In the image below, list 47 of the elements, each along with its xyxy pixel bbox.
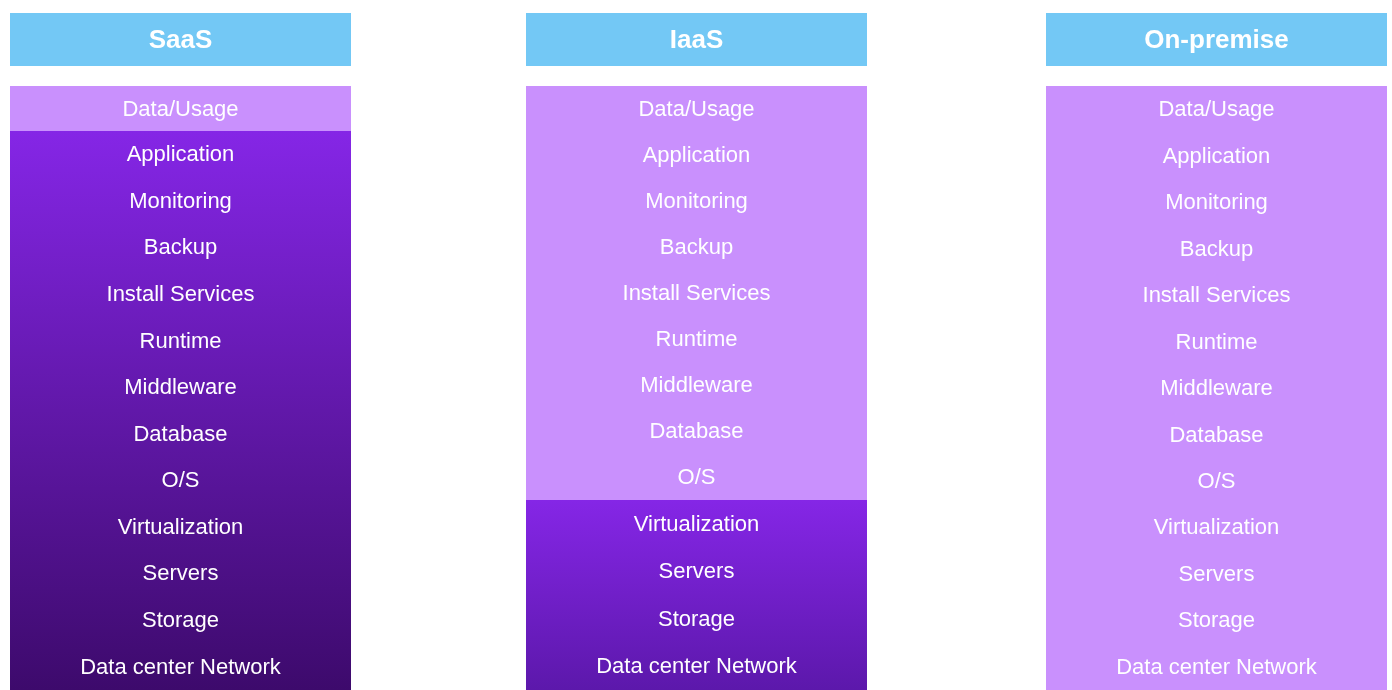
layer-label: Backup bbox=[658, 233, 735, 261]
layer-label: Virtualization bbox=[632, 509, 761, 538]
layer-label: Data/Usage bbox=[121, 94, 240, 123]
layer-label: Storage bbox=[1176, 606, 1257, 635]
layer-label: Monitoring bbox=[644, 187, 749, 215]
layer-label: Runtime bbox=[654, 325, 739, 353]
layer-label: Data center Network bbox=[1115, 652, 1318, 681]
layer-label: Database bbox=[648, 417, 745, 445]
layer-label: Database bbox=[132, 419, 229, 448]
layer-label: Backup bbox=[142, 233, 219, 262]
layer-label: Storage bbox=[656, 604, 737, 633]
layer-label: Servers bbox=[141, 559, 220, 588]
layer-band bbox=[10, 86, 351, 131]
layer-label: Database bbox=[1168, 420, 1265, 449]
layer-label: Servers bbox=[1177, 559, 1256, 588]
layer-label: Application bbox=[1161, 141, 1272, 170]
layer-label: Monitoring bbox=[1164, 188, 1269, 217]
layer-label: Virtualization bbox=[116, 512, 245, 541]
layer-label: Application bbox=[125, 140, 236, 169]
layer-label: Data center Network bbox=[79, 652, 282, 681]
layer-label: O/S bbox=[1196, 467, 1237, 495]
layer-label: Install Services bbox=[105, 280, 256, 308]
layer-band bbox=[526, 86, 867, 500]
layer-label: Middleware bbox=[123, 373, 238, 402]
layer-label: Middleware bbox=[1159, 374, 1274, 403]
layer-band bbox=[526, 500, 867, 690]
layer-label: O/S bbox=[160, 466, 201, 495]
layer-label: Application bbox=[641, 141, 752, 169]
layer-label: Servers bbox=[657, 557, 736, 586]
layer-label: Runtime bbox=[138, 326, 223, 355]
layer-label: Data/Usage bbox=[637, 95, 756, 123]
layer-label: Virtualization bbox=[1152, 513, 1281, 542]
layer-label: Storage bbox=[140, 606, 221, 635]
layer-label: Middleware bbox=[639, 371, 754, 399]
layer-band bbox=[1046, 86, 1387, 690]
layer-label: Install Services bbox=[621, 279, 772, 307]
layer-label: O/S bbox=[676, 463, 717, 491]
layer-label: Backup bbox=[1178, 234, 1255, 263]
layer-label: Install Services bbox=[1141, 281, 1292, 310]
layer-label: Monitoring bbox=[128, 186, 233, 215]
layer-band bbox=[10, 131, 351, 690]
layer-label: Data center Network bbox=[595, 652, 798, 681]
column-header: IaaS bbox=[526, 13, 867, 66]
column-header: SaaS bbox=[10, 13, 351, 66]
layer-label: Runtime bbox=[1174, 327, 1259, 356]
column-header: On-premise bbox=[1046, 13, 1387, 66]
layer-label: Data/Usage bbox=[1157, 95, 1276, 124]
